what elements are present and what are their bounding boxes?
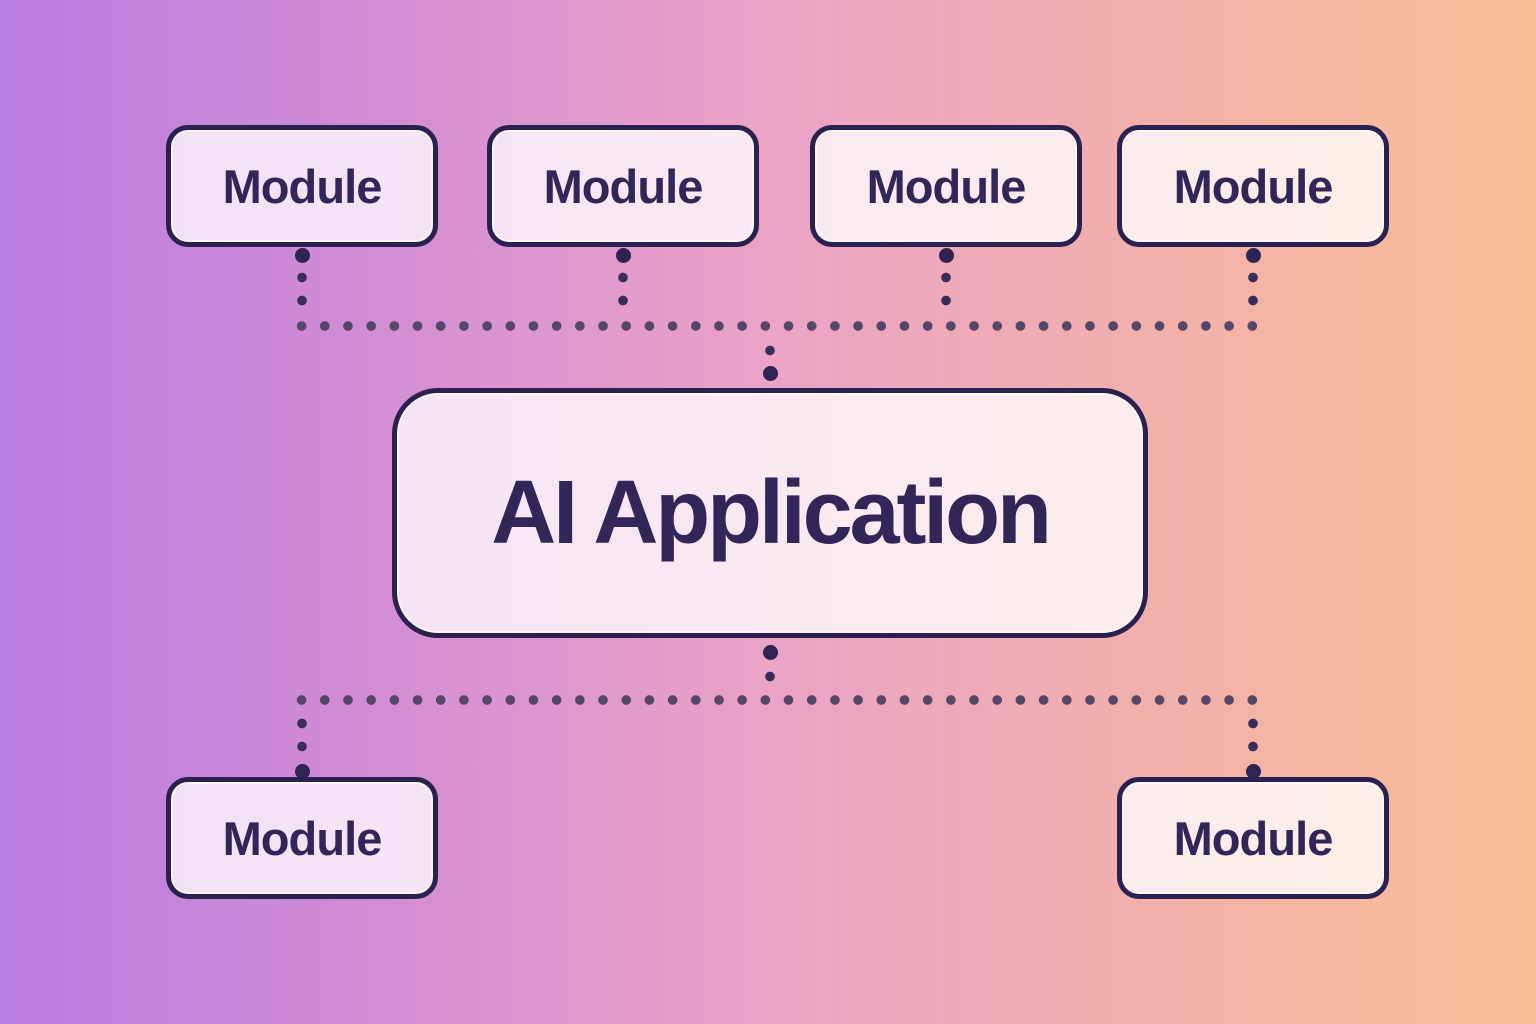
dotted-connector-vertical <box>1248 265 1258 312</box>
dotted-connector-vertical <box>618 265 628 312</box>
module-node-top-4: Module <box>1117 125 1389 247</box>
module-label: Module <box>222 811 383 865</box>
module-node-bottom-2: Module <box>1117 777 1389 899</box>
module-node-top-1: Module <box>166 125 438 247</box>
ai-application-node: AI Application <box>392 388 1148 638</box>
dotted-connector-vertical <box>297 712 307 758</box>
connector-dot-large <box>762 366 778 381</box>
ai-application-label: AI Application <box>491 462 1052 563</box>
module-label: Module <box>222 159 383 213</box>
connector-dot-large <box>294 247 310 263</box>
module-label: Module <box>866 159 1027 213</box>
dotted-connector-horizontal-top <box>290 321 1265 331</box>
dotted-connector-vertical <box>765 338 775 362</box>
module-node-top-3: Module <box>810 125 1082 247</box>
dotted-connector-vertical <box>765 664 775 688</box>
dotted-connector-vertical <box>1248 712 1258 758</box>
module-label: Module <box>543 159 704 213</box>
connector-dot-large <box>294 763 310 779</box>
dotted-connector-vertical <box>941 265 951 312</box>
module-label: Module <box>1173 159 1334 213</box>
module-node-bottom-1: Module <box>166 777 438 899</box>
connector-dot-large <box>1245 763 1261 779</box>
connector-dot-large <box>615 247 631 263</box>
module-label: Module <box>1173 811 1334 865</box>
connector-dot-large <box>762 645 778 660</box>
module-node-top-2: Module <box>487 125 759 247</box>
dotted-connector-vertical <box>297 265 307 312</box>
connector-dot-large <box>1245 247 1261 263</box>
connector-dot-large <box>938 247 954 263</box>
dotted-connector-horizontal-bottom <box>290 695 1265 705</box>
